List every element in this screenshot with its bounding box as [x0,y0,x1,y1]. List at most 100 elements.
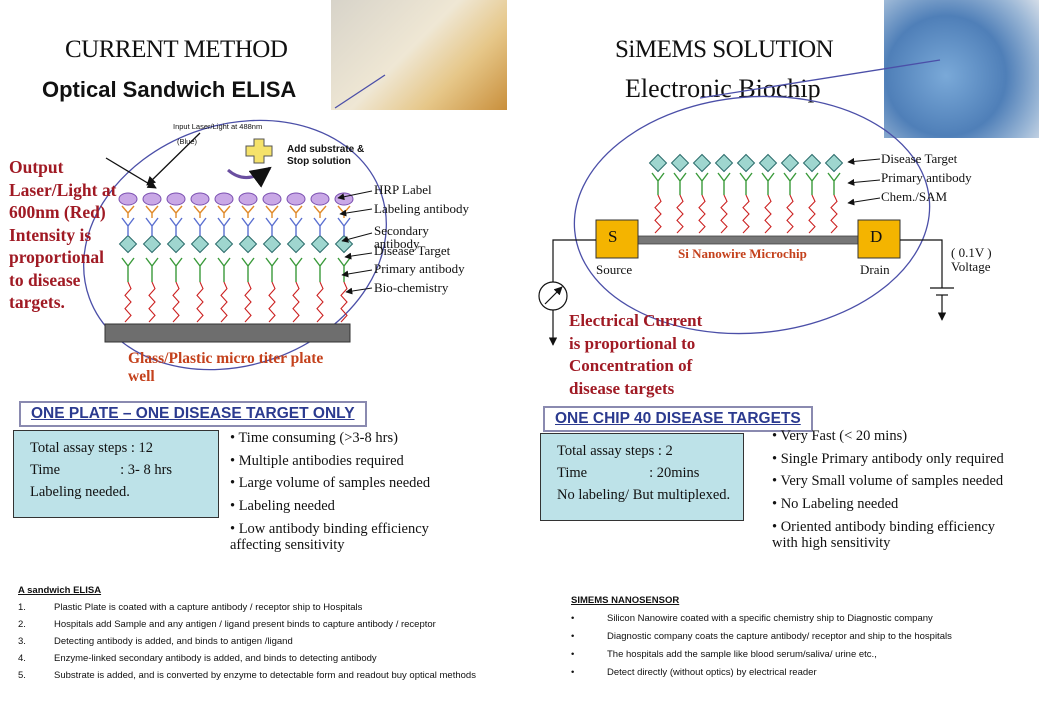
elisa-unit [190,192,210,323]
voltage-label: ( 0.1V )Voltage [951,245,992,274]
elisa-unit [310,192,330,323]
secondary-label: Secondary [374,223,429,238]
elisa-unit [262,192,282,323]
right-footnote: •Diagnostic company coats the capture an… [571,631,952,642]
output-laser-arrow [146,132,201,186]
input-laser-arrow [105,157,157,189]
left-steps: Total assay steps : 12 [30,440,154,456]
left-zoom-connector [334,74,386,109]
biochip-unit [780,153,800,234]
left-labeling: Labeling needed. [30,484,130,500]
labeling-antibody-label: Labeling antibody [374,201,469,216]
left-footnote: 3.Detecting antibody is added, and binds… [18,636,293,647]
right-disease-target-label: Disease Target [881,151,958,166]
left-title: CURRENT METHOD [65,36,288,63]
right-bullet: • Single Primary antibody only required [772,450,1004,467]
biochip-unit [648,153,668,234]
biochip-stack [648,153,844,234]
titer-plate-well [104,323,351,343]
left-footnote: 5.Substrate is added, and is converted b… [18,670,476,681]
right-footnote-title: SIMEMS NANOSENSOR [571,595,680,606]
biochip-unit [714,153,734,234]
right-box-header: ONE CHIP 40 DISEASE TARGETS [543,406,813,432]
right-bullets: • Very Fast (< 20 mins) • Single Primary… [772,425,1004,551]
blue-label: (Blue) [177,137,198,146]
chem-sam-label: Chem./SAM [881,189,948,204]
left-footnote: 1.Plastic Plate is coated with a capture… [18,602,363,613]
biochip-unit [670,153,690,234]
right-time-value: : 20mins [649,465,700,481]
elisa-unit [238,192,258,323]
elisa-unit [286,192,306,323]
drain-letter: D [870,227,883,246]
left-bullet-cont: affecting sensitivity [230,537,345,553]
output-laser-text: Output Laser/Light at 600nm (Red) Intens… [9,157,117,312]
elisa-unit [166,192,186,323]
left-footnotes: A sandwich ELISA 1.Plastic Plate is coat… [18,582,476,684]
left-bullet: • Low antibody binding efficiency [230,521,429,537]
right-subtitle: Electronic Biochip [625,74,821,103]
add-substrate-label: Add substrate &Stop solution [287,144,365,167]
elisa-unit [142,192,162,323]
right-steps: Total assay steps : 2 [557,443,673,459]
biochip-unit [824,153,844,234]
left-bullet: • Large volume of samples needed [230,475,431,491]
biochemistry-label: Bio-chemistry [374,280,449,295]
right-stats-box: Total assay steps : 2 Time : 20mins No la… [540,433,744,521]
right-footnotes: SIMEMS NANOSENSOR •Silicon Nanowire coat… [571,592,952,682]
right-bullet: • Oriented antibody binding efficiency [772,519,996,535]
drain-label: Drain [860,262,890,277]
right-labeling: No labeling/ But multiplexed. [557,487,731,503]
right-bullet-cont: with high sensitivity [772,535,891,551]
right-primary-antibody-label: Primary antibody [881,170,972,185]
right-footnote: •Silicon Nanowire coated with a specific… [571,613,933,624]
right-label-arrows [847,157,881,206]
biochip-unit [802,153,822,234]
right-bullet: • Very Small volume of samples needed [772,473,1004,489]
biochip-unit [736,153,756,234]
right-title: SiMEMS SOLUTION [615,36,834,63]
left-label-arrows [337,190,373,295]
left-box-header: ONE PLATE – ONE DISEASE TARGET ONLY [19,401,367,427]
left-time-label: Time [30,462,61,478]
elisa-unit [118,192,138,323]
si-nanowire [609,235,891,245]
left-bullet: • Multiple antibodies required [230,452,404,469]
right-bullet: • No Labeling needed [772,495,899,512]
hrp-label: HRP Label [374,182,432,197]
right-zoom-connector [699,59,941,99]
left-zoom-ellipse [83,119,387,371]
right-zoom-ellipse [573,95,931,335]
current-proportional-text: Electrical Current is proportional to Co… [569,311,703,398]
left-bullets: • Time consuming (>3-8 hrs) • Multiple a… [230,427,430,553]
left-time-value: : 3- 8 hrs [120,462,173,478]
biochip-photo [884,0,1039,138]
secondary-antibody-label: antibody [374,236,420,251]
right-footnote: •The hospitals add the sample like blood… [571,649,877,660]
left-disease-target-label: Disease Target [374,243,451,258]
nanowire-chip-label: Si Nanowire Microchip [678,246,807,261]
left-footnote: 4.Enzyme-linked secondary antibody is ad… [18,653,377,664]
elisa-stack [118,192,354,323]
source-electrode [595,219,639,259]
left-footnote: 2.Hospitals add Sample and any antigen /… [18,619,436,630]
right-footnote: •Detect directly (without optics) by ele… [571,667,817,678]
elisa-unit [214,192,234,323]
biochip-unit [758,153,778,234]
circuit-wires [538,239,954,346]
source-label: Source [596,262,633,277]
drain-electrode [857,219,901,259]
right-bullet: • Very Fast (< 20 mins) [772,428,908,444]
left-primary-antibody-label: Primary antibody [374,261,465,276]
left-stats-box: Total assay steps : 12 Time : 3- 8 hrs La… [13,430,219,518]
input-laser-label: Input Laser/Light at 488nm [173,122,263,131]
left-footnote-title: A sandwich ELISA [18,585,102,596]
left-subtitle: Optical Sandwich ELISA [42,77,297,102]
substrate-icon [227,138,273,188]
source-letter: S [608,227,618,246]
right-time-label: Time [557,465,588,481]
left-bullet: • Labeling needed [230,497,335,514]
biochip-unit [692,153,712,234]
